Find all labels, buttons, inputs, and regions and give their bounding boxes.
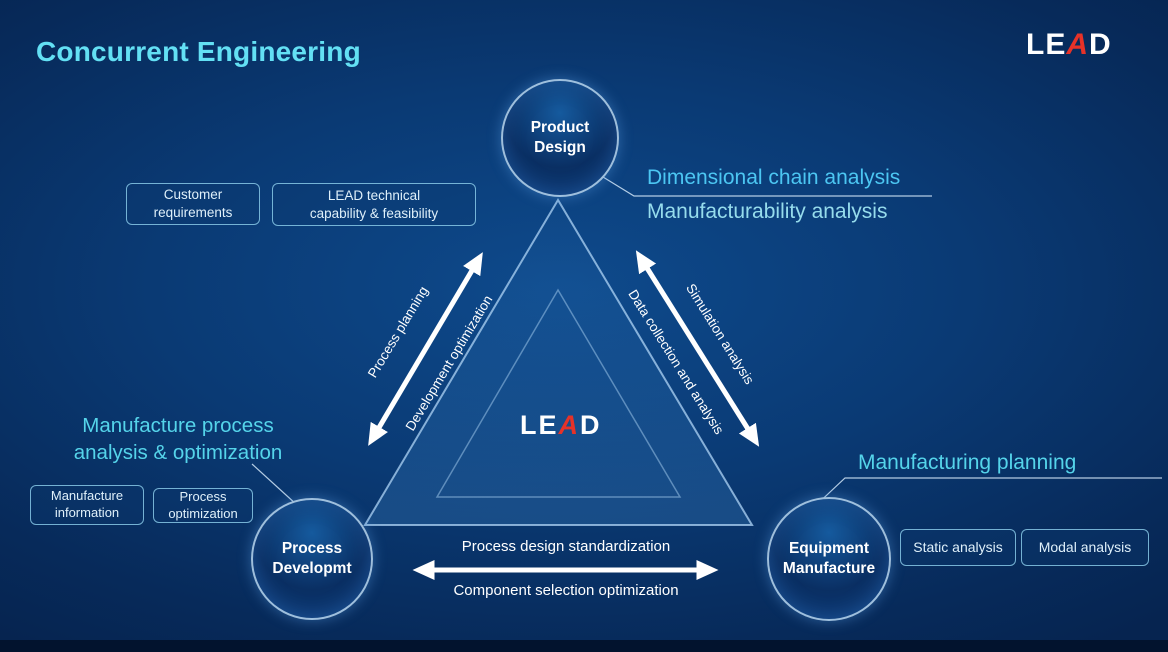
box-customer-requirements-line2: requirements (153, 205, 233, 220)
node-process-development-line1: Process (281, 539, 343, 557)
edge-label-process-design-standardization: Process design standardization (461, 538, 671, 555)
logo-a: A (1066, 28, 1090, 61)
leader-line-process-callout (251, 463, 298, 506)
box-manufacture-information-line1: Manufacture (50, 488, 124, 504)
box-process-optimization-line1: Process (179, 488, 227, 504)
leader-line-product-callout (602, 176, 932, 197)
box-modal-analysis: Modal analysis (1021, 529, 1149, 566)
callout-manufacture-process: Manufacture process analysis & optimizat… (53, 412, 303, 466)
arrow-left-edge (368, 252, 483, 446)
node-product-design-label: Product Design (531, 118, 590, 158)
box-customer-requirements-line1: Customer (163, 187, 223, 203)
triangle-inner (435, 288, 682, 498)
node-equipment-manufacture: Equipment Manufacture (767, 497, 891, 621)
box-customer-requirements: Customer requirements (126, 183, 260, 225)
box-process-optimization-line2: optimization (168, 505, 238, 521)
center-logo-le: LE (520, 410, 559, 440)
page-title: Concurrent Engineering (36, 36, 361, 67)
callout-manufacture-process-line1: Manufacture process (82, 414, 274, 437)
box-manufacture-information-line2: information (54, 505, 120, 520)
node-product-design: Product Design (501, 79, 619, 197)
callout-dimensional-chain-analysis: Dimensional chain analysis (647, 166, 901, 189)
callout-manufacturability-analysis: Manufacturability analysis (647, 200, 888, 223)
box-manufacture-information: Manufacture information (30, 485, 144, 525)
box-lead-capability-line1: LEAD technical (327, 187, 421, 203)
box-lead-capability-line2: capability & feasibility (309, 205, 439, 221)
box-lead-capability: LEAD technical capability & feasibility (272, 183, 476, 226)
node-process-development: Process Developmt (251, 498, 373, 620)
node-process-development-line2: Developmt (272, 560, 352, 577)
node-product-design-line2: Design (534, 139, 586, 156)
logo-d: D (1089, 28, 1112, 61)
node-equipment-manufacture-line1: Equipment (788, 539, 870, 557)
center-logo-a: A (558, 410, 581, 440)
logo-le: LE (1026, 28, 1067, 61)
node-equipment-manufacture-line2: Manufacture (782, 560, 876, 577)
node-process-development-label: Process Developmt (272, 539, 351, 579)
node-product-design-line1: Product (530, 118, 590, 136)
box-static-analysis: Static analysis (900, 529, 1016, 566)
node-equipment-manufacture-label: Equipment Manufacture (783, 539, 875, 579)
center-lead-logo: LEAD (520, 410, 602, 441)
edge-label-component-selection-optimization: Component selection optimization (453, 582, 679, 599)
callout-manufacture-process-line2: analysis & optimization (73, 441, 283, 465)
center-logo-d: D (580, 410, 602, 440)
arrow-right-edge (635, 250, 760, 447)
leader-line-equipment-callout (811, 477, 1162, 510)
box-process-optimization: Process optimization (153, 488, 253, 523)
callout-manufacturing-planning: Manufacturing planning (858, 451, 1077, 474)
lead-logo: LEAD (1026, 28, 1112, 62)
triangle-outer (363, 198, 754, 526)
bottom-bar (0, 640, 1168, 652)
